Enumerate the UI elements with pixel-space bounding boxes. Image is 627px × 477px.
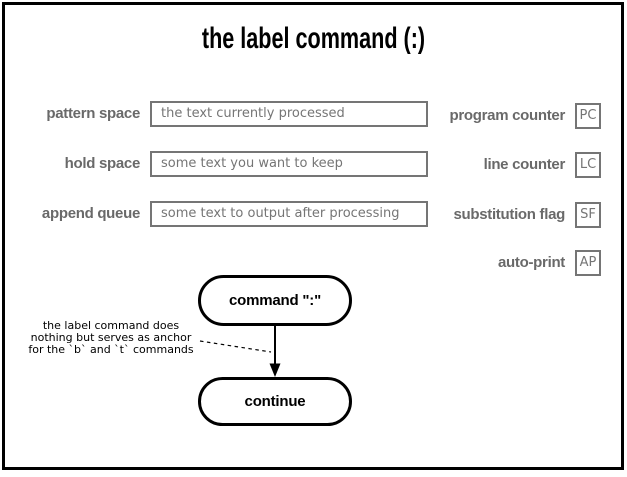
annotation-line-1: the label command does	[42, 319, 180, 332]
program-counter-label: program counter	[449, 107, 565, 124]
line-counter-label: line counter	[483, 156, 566, 173]
flow-node-command-label-colon: command ":"	[198, 275, 352, 326]
hold-space-label: hold space	[64, 155, 141, 172]
pattern-space-box: the text currently processed	[150, 101, 428, 127]
substitution-flag-label: substitution flag	[453, 206, 565, 223]
label-command-annotation: the label command does nothing but serve…	[24, 320, 198, 356]
substitution-flag-box: SF	[575, 202, 601, 228]
page-border	[2, 2, 624, 470]
auto-print-box: AP	[575, 250, 601, 276]
annotation-line-2: nothing but serves as anchor	[30, 331, 192, 344]
append-queue-label: append queue	[41, 205, 140, 222]
auto-print-label: auto-print	[498, 254, 565, 271]
page-title: the label command (:)	[201, 22, 426, 55]
program-counter-box: PC	[575, 103, 601, 129]
append-queue-box: some text to output after processing	[150, 201, 428, 227]
flow-node-continue: continue	[198, 377, 352, 426]
hold-space-box: some text you want to keep	[150, 151, 428, 177]
annotation-line-3: for the `b` and `t` commands	[28, 343, 194, 356]
line-counter-box: LC	[575, 152, 601, 178]
pattern-space-label: pattern space	[46, 105, 140, 122]
